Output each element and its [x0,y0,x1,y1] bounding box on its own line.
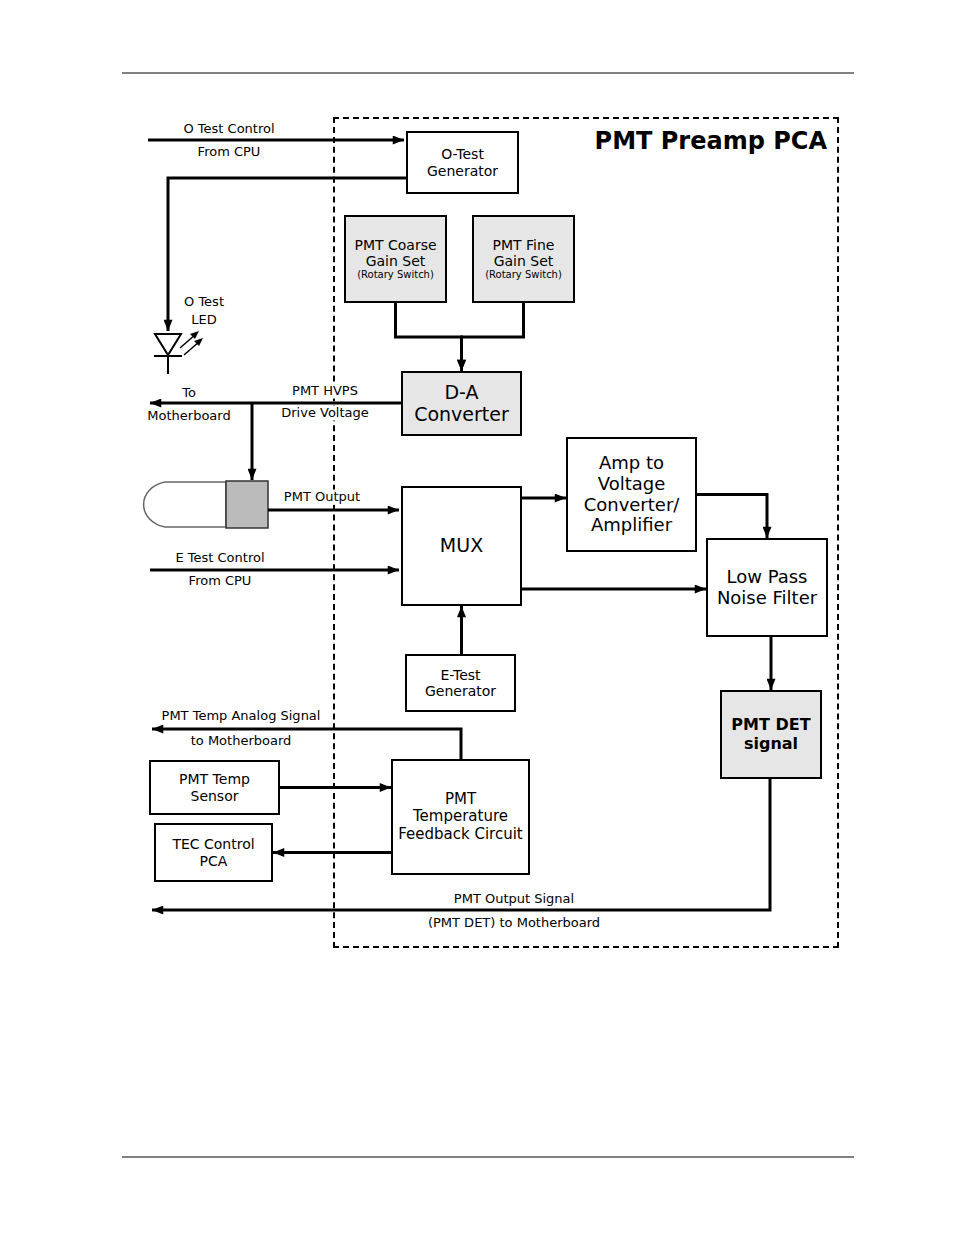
box-label: E-Test Generator [411,667,510,699]
converter-box: D-A Converter [401,371,522,436]
led-symbol [154,331,203,374]
box-label: Amp to Voltage Converter/ Amplifier [572,453,691,536]
led-name: O Test [182,295,226,310]
signal-destination: To [180,386,198,401]
box-content: PMT Temp Sensor [151,762,278,813]
box-label: PMT Fine Gain Set [478,237,569,269]
otest-control-wire [148,139,404,142]
box-label: PMT Temp Sensor [155,771,274,803]
box-label: O-Test Generator [412,146,513,178]
box-sublabel: (Rotary Switch) [357,269,434,281]
box-sublabel: (Rotary Switch) [485,269,562,281]
box-label: PMT Temperature Feedback Circuit [397,791,524,843]
signal-connector [770,637,773,690]
signal-connector [396,303,462,371]
signal-source: From CPU [196,145,263,160]
box-content: PMT Temperature Feedback Circuit [393,761,528,873]
box-content: O-Test Generator [408,133,517,192]
box-label: TEC Control PCA [160,836,267,868]
signal-destination: to Motherboard [189,734,294,749]
signal-connector [280,786,391,789]
box-content: PMT Fine Gain Set(Rotary Switch) [474,217,573,301]
etest-control-wire [150,569,399,572]
signal-connector [462,303,524,371]
signal-name: PMT HVPS [290,384,360,399]
signal-connector [697,495,767,539]
signal-name: E Test Control [173,551,266,566]
box-label: PMT Coarse Gain Set [350,237,441,269]
generator-box: E-Test Generator [405,654,516,712]
signal-name: O Test Control [181,122,276,137]
sensor-box: PMT Temp Sensor [149,760,280,815]
box-content: PMT Coarse Gain Set(Rotary Switch) [346,217,445,301]
box-content: PMT DET signal [722,692,820,777]
rotary-switch-box: PMT Fine Gain Set(Rotary Switch) [472,215,575,303]
hvps-wire [150,402,401,405]
box-label: D-A Converter [407,382,516,426]
signal-destination: Motherboard [145,409,232,424]
board-title: PMT Preamp PCA [595,127,827,155]
box-content: E-Test Generator [407,656,514,710]
box-label: Low Pass Noise Filter [712,567,822,608]
led-name: LED [189,313,218,328]
generator-box: O-Test Generator [406,131,519,194]
signal-name: Drive Voltage [279,406,371,421]
signal-connector [460,606,463,654]
hvps-branch-wire [251,403,254,480]
header-rule [122,73,854,74]
signal-connector [273,851,391,854]
footer-rule [122,1157,854,1158]
box-content: MUX [403,488,520,604]
box-content: Amp to Voltage Converter/ Amplifier [568,439,695,550]
signal-connector [522,497,566,500]
temp-analog-wire [152,729,461,759]
box-label: PMT DET signal [726,716,816,753]
box-content: Low Pass Noise Filter [708,540,826,635]
signal-source: From CPU [187,574,254,589]
signal-name: PMT Output Signal [452,892,576,907]
signal-connector [522,588,706,591]
pcb-outline: O-Test GeneratorPMT Coarse Gain Set(Rota… [333,117,839,948]
pmt-tube [144,481,268,528]
box-content: D-A Converter [403,373,520,434]
rotary-switch-box: PMT Coarse Gain Set(Rotary Switch) [344,215,447,303]
signal-name: PMT Output [282,490,362,505]
amplifier-box: Amp to Voltage Converter/ Amplifier [566,437,697,552]
feedback-box: PMT Temperature Feedback Circuit [391,759,530,875]
box-label: MUX [440,535,483,557]
signal-destination: (PMT DET) to Motherboard [426,916,602,931]
filter-box: Low Pass Noise Filter [706,538,828,637]
mux-box: MUX [401,486,522,606]
control-pcb-box: TEC Control PCA [154,823,273,882]
signal-name: PMT Temp Analog Signal [160,709,323,724]
box-content: TEC Control PCA [156,825,271,880]
signal-box: PMT DET signal [720,690,822,779]
